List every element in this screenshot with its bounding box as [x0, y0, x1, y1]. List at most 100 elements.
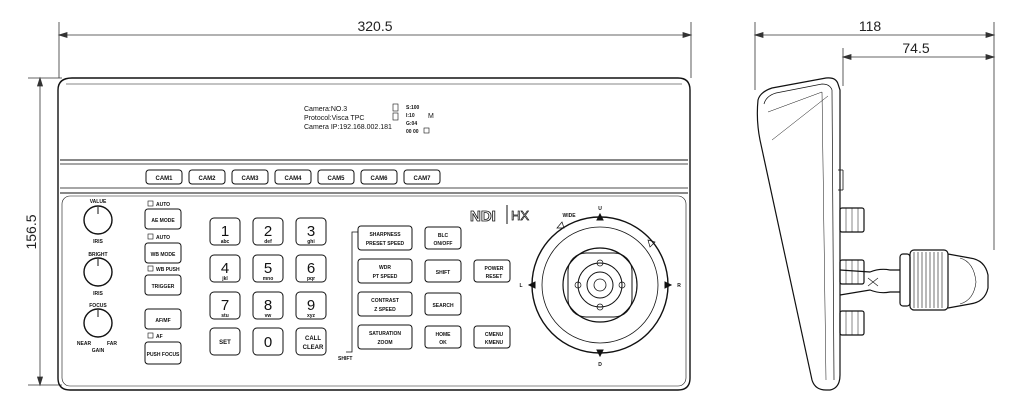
- set-key[interactable]: SET: [209, 327, 241, 356]
- cam-button[interactable]: CAM1: [145, 169, 183, 185]
- key-letters: ghi: [307, 239, 315, 245]
- button-label-bottom: ZOOM: [378, 340, 393, 346]
- cam-button[interactable]: CAM2: [188, 169, 226, 185]
- key-number: 3: [307, 223, 315, 240]
- led-indicator-icon: [147, 332, 154, 339]
- button-label: PUSH FOCUS: [147, 352, 180, 358]
- lcd-stat-4: 00 00: [406, 129, 419, 135]
- sharpness-button[interactable]: SHARPNESS PRESET SPEED: [357, 225, 413, 251]
- contrast-button[interactable]: CONTRAST Z SPEED: [357, 291, 413, 317]
- key-7[interactable]: 7 stu: [209, 291, 241, 320]
- button-label-bottom: KMENU: [485, 340, 504, 346]
- key-4[interactable]: 4 jkl: [209, 254, 241, 283]
- logo-ndi: NDI: [470, 208, 496, 225]
- led-indicator-icon: [147, 233, 154, 240]
- power-button[interactable]: POWER RESET: [473, 259, 511, 283]
- cam-button[interactable]: CAM5: [317, 169, 355, 185]
- ndi-hx-logo: NDI HX: [470, 205, 530, 225]
- arrow-left-icon: [527, 281, 536, 289]
- button-label-bottom: PRESET SPEED: [366, 241, 405, 247]
- button-label: TRIGGER: [152, 284, 175, 290]
- led-label: AUTO: [156, 202, 170, 208]
- cam-button[interactable]: CAM3: [231, 169, 269, 185]
- button-label-top: HOME: [436, 332, 452, 338]
- front-body: [57, 77, 691, 391]
- button-label-top: POWER: [485, 266, 504, 272]
- lcd-indicator-icon: [392, 103, 399, 112]
- cam-label: CAM3: [241, 176, 259, 182]
- keypad: 1 abc 2 def 3 ghi 4 jkl 5 mno 6 pqr: [209, 217, 327, 356]
- button-label-top: CONTRAST: [371, 298, 399, 304]
- cam-label: CAM4: [284, 176, 302, 182]
- blc-button[interactable]: BLC ON/OFF: [424, 226, 462, 250]
- trigger-button[interactable]: WB PUSH TRIGGER: [144, 265, 182, 296]
- key-number: 1: [221, 223, 229, 240]
- zoom-arrow-icon: [647, 239, 656, 248]
- width-dimension: [57, 22, 693, 78]
- shift-label: SHIFT: [338, 356, 352, 362]
- key-3[interactable]: 3 ghi: [295, 217, 327, 246]
- key-letters: vw: [265, 313, 272, 319]
- ae-mode-button[interactable]: AUTO AE MODE: [144, 200, 182, 230]
- cam-button[interactable]: CAM7: [403, 169, 441, 185]
- button-label-bottom: RESET: [486, 274, 503, 280]
- menu-button[interactable]: CMENU KMENU: [473, 325, 511, 349]
- button-label: SHIFT: [436, 270, 450, 276]
- key-9[interactable]: 9 xyz: [295, 291, 327, 320]
- lcd-indicator-icon: [392, 112, 399, 121]
- lcd-display: Camera:NO.3 Protocol:Visca TPC Camera IP…: [304, 103, 434, 135]
- lcd-mode: M: [428, 113, 434, 120]
- home-button[interactable]: HOME OK: [424, 325, 462, 349]
- key-letters: stu: [221, 313, 229, 319]
- button-label-top: BLC: [438, 233, 449, 239]
- knob-value[interactable]: VALUE IRIS: [83, 199, 113, 245]
- cam-button[interactable]: CAM4: [274, 169, 312, 185]
- button-label-top: CMENU: [485, 332, 504, 338]
- saturation-button[interactable]: SATURATION ZOOM: [357, 324, 413, 350]
- key-number: 2: [264, 223, 272, 240]
- key-2[interactable]: 2 def: [252, 217, 284, 246]
- cam-button[interactable]: CAM6: [360, 169, 398, 185]
- cam-label: CAM2: [198, 176, 216, 182]
- key-8[interactable]: 8 vw: [252, 291, 284, 320]
- call-clear-key[interactable]: CALL CLEAR: [295, 327, 327, 356]
- button-label-top: SHARPNESS: [369, 232, 401, 238]
- wdr-button[interactable]: WDR PT SPEED: [357, 258, 413, 284]
- arrow-up-icon: [596, 212, 604, 221]
- height-label: 156.5: [23, 214, 39, 249]
- cam-label: CAM6: [370, 176, 388, 182]
- arrow-right-icon: [664, 281, 673, 289]
- knob-far-label: FAR: [107, 341, 117, 347]
- button-label-bottom: Z SPEED: [374, 307, 396, 313]
- wb-mode-button[interactable]: AUTO WB MODE: [144, 233, 182, 264]
- shift-button[interactable]: SHIFT: [424, 259, 462, 283]
- led-indicator-icon: [147, 265, 154, 272]
- key-number: 4: [221, 260, 229, 277]
- led-label: AUTO: [156, 235, 170, 241]
- search-button[interactable]: SEARCH: [424, 292, 462, 316]
- key-1[interactable]: 1 abc: [209, 217, 241, 246]
- button-label-top: SATURATION: [369, 331, 401, 337]
- joystick[interactable]: [527, 212, 673, 358]
- key-6[interactable]: 6 pqr: [295, 254, 327, 283]
- shift-bracket: [346, 231, 358, 353]
- button-label-top: WDR: [379, 265, 391, 271]
- joystick-left-label: L: [519, 283, 522, 289]
- button-label-bottom: ON/OFF: [434, 241, 453, 247]
- led-indicator-icon: [147, 200, 154, 207]
- arrow-down-icon: [596, 349, 604, 358]
- knob-focus[interactable]: FOCUS NEAR FAR GAIN: [77, 303, 117, 354]
- key-0[interactable]: 0: [252, 327, 284, 356]
- key-number: 8: [264, 297, 272, 314]
- lcd-small-icon: [423, 127, 430, 134]
- depth-partial-label: 74.5: [902, 40, 929, 56]
- joystick-wide-label: WIDE: [562, 213, 576, 219]
- af-mf-button[interactable]: AF/MF: [144, 308, 182, 330]
- knob-bottom-label: IRIS: [93, 239, 103, 245]
- key-number: 5: [264, 260, 272, 277]
- key-5[interactable]: 5 mno: [252, 254, 284, 283]
- knob-bright[interactable]: BRIGHT IRIS: [83, 252, 113, 297]
- key-number: 0: [264, 334, 272, 351]
- cam-label: CAM1: [155, 176, 173, 182]
- push-focus-button[interactable]: AF PUSH FOCUS: [144, 332, 182, 365]
